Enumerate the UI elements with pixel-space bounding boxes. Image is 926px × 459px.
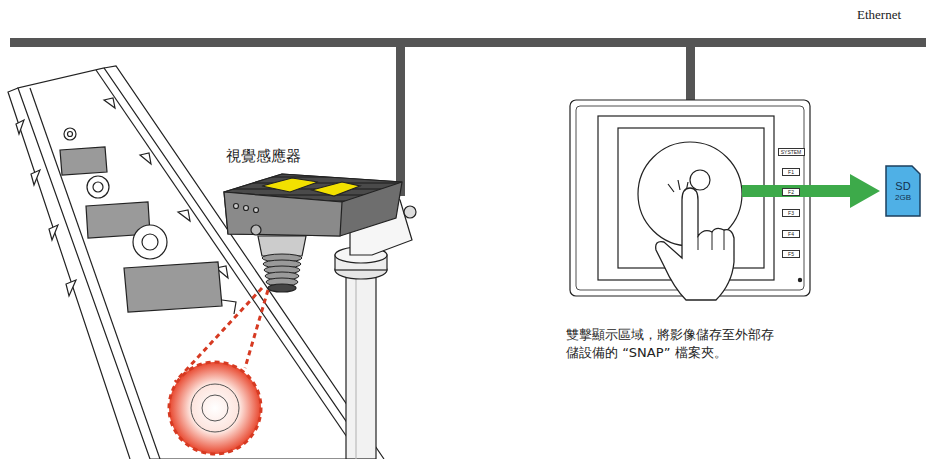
hand [656,188,734,300]
card-capacity: 2GB [895,193,911,202]
function-key: F3 [782,209,800,217]
function-key: F2 [782,188,800,196]
hand-fingers [698,230,724,250]
network-label: Ethernet [857,6,901,24]
lens [268,284,296,292]
key-label: F3 [788,211,794,216]
key-label: F5 [788,252,794,257]
note-text: 雙擊顯示區域，將影像儲存至外部存儲設備的 “SNAP” 檔案夾。 [566,326,774,361]
key-label: F4 [788,232,794,237]
key-label: SYSTEM [781,150,802,155]
key-label: F1 [788,170,794,175]
function-key: F4 [782,230,800,238]
sd-card: SD2GB [885,165,921,217]
detection-spot [169,288,268,454]
save-arrow [742,174,880,208]
key-label: F2 [788,190,794,195]
part-name: 視覺感應器 [226,146,301,166]
card-label: SD [895,180,910,193]
function-key: F5 [782,250,800,258]
function-key: F1 [782,168,800,176]
vision-sensor [224,174,402,292]
function-key: SYSTEM [778,148,805,156]
conveyor [8,66,384,459]
